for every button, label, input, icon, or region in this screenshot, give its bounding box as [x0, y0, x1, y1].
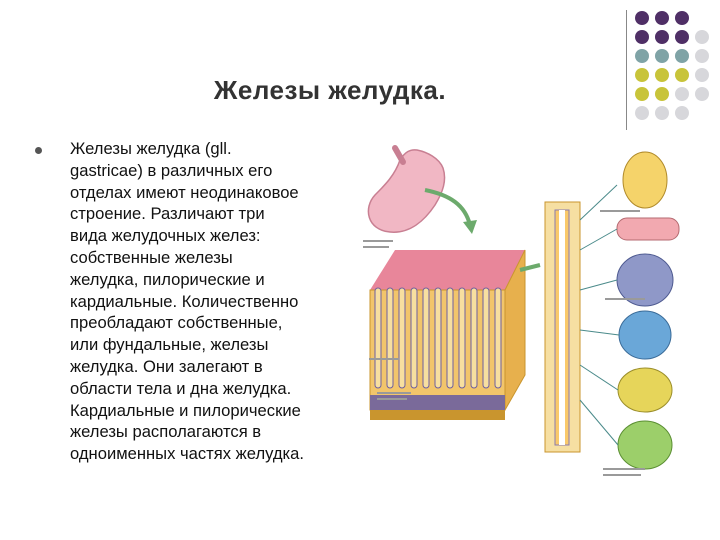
- gland-tube: [398, 287, 406, 389]
- gland-tube: [422, 287, 430, 389]
- gland-tube: [458, 287, 466, 389]
- decor-dot: [675, 87, 689, 101]
- cell-images: [616, 151, 680, 470]
- body-line: строение. Различают три: [70, 204, 265, 224]
- decor-dot: [675, 30, 689, 44]
- decor-dot: [675, 68, 689, 82]
- slide-title: Железы желудка.: [213, 75, 447, 105]
- decor-dot: [675, 11, 689, 25]
- decor-dot: [635, 11, 649, 25]
- stomach-gland-diagram-icon: [363, 145, 680, 476]
- gland-tube: [434, 287, 442, 389]
- decor-dot: [655, 87, 669, 101]
- body-line: gastricae) в различных его: [70, 160, 273, 180]
- body-line: вида желудочных желез:: [70, 226, 261, 246]
- body-line: желудка, пилорические и: [70, 269, 265, 289]
- arrow-icon: [424, 188, 472, 226]
- decor-dot: [695, 30, 709, 44]
- decor-dot: [675, 106, 689, 120]
- body-line: одноименных частях желудка.: [70, 444, 305, 464]
- gland-tube: [386, 287, 394, 389]
- decor-dot: [635, 49, 649, 63]
- arrow-icon: [519, 263, 541, 272]
- decor-dot: [655, 11, 669, 25]
- gland-tube: [470, 287, 478, 389]
- decor-dot: [695, 49, 709, 63]
- connector-lines: [579, 184, 620, 446]
- decor-dot: [655, 30, 669, 44]
- decor-dot: [655, 68, 669, 82]
- decor-dot: [635, 87, 649, 101]
- gland-tube: [374, 287, 382, 389]
- decor-dot: [675, 49, 689, 63]
- decor-dots: [635, 11, 709, 120]
- body-line: железы располагаются в: [70, 422, 262, 442]
- body-line: Железы желудка (gll.: [70, 139, 232, 158]
- decor-dot: [655, 49, 669, 63]
- body-line: преобладают собственные,: [70, 313, 283, 333]
- tissue-block-icon: [369, 249, 526, 420]
- decor-dot: [635, 68, 649, 82]
- body-line: кардиальные. Количественно: [70, 291, 299, 311]
- decor-divider: [626, 10, 627, 130]
- gland-tube: [482, 287, 490, 389]
- gland-tube: [494, 287, 502, 389]
- decor-dot: [655, 106, 669, 120]
- body-line: желудка. Они залегают в: [70, 356, 263, 376]
- label-marks: [363, 210, 645, 476]
- body-paragraph: Железы желудка (gll. gastricae) в различ…: [70, 138, 360, 465]
- decor-dot: [695, 68, 709, 82]
- body-line: отделах имеют неодинаковое: [70, 182, 299, 202]
- gland-tube: [446, 287, 454, 389]
- body-line: или фундальные, железы: [70, 335, 269, 355]
- decor-dot: [635, 106, 649, 120]
- body-line: Кардиальные и пилорические: [70, 400, 301, 420]
- decor-dot: [695, 87, 709, 101]
- body-line: собственные железы: [70, 247, 233, 267]
- gland-column-icon: [544, 201, 581, 453]
- bullet-dot: [35, 147, 42, 154]
- stomach-icon: [367, 145, 446, 233]
- gland-tube: [410, 287, 418, 389]
- decor-dot: [635, 30, 649, 44]
- body-line: области тела и дна желудка.: [70, 378, 292, 398]
